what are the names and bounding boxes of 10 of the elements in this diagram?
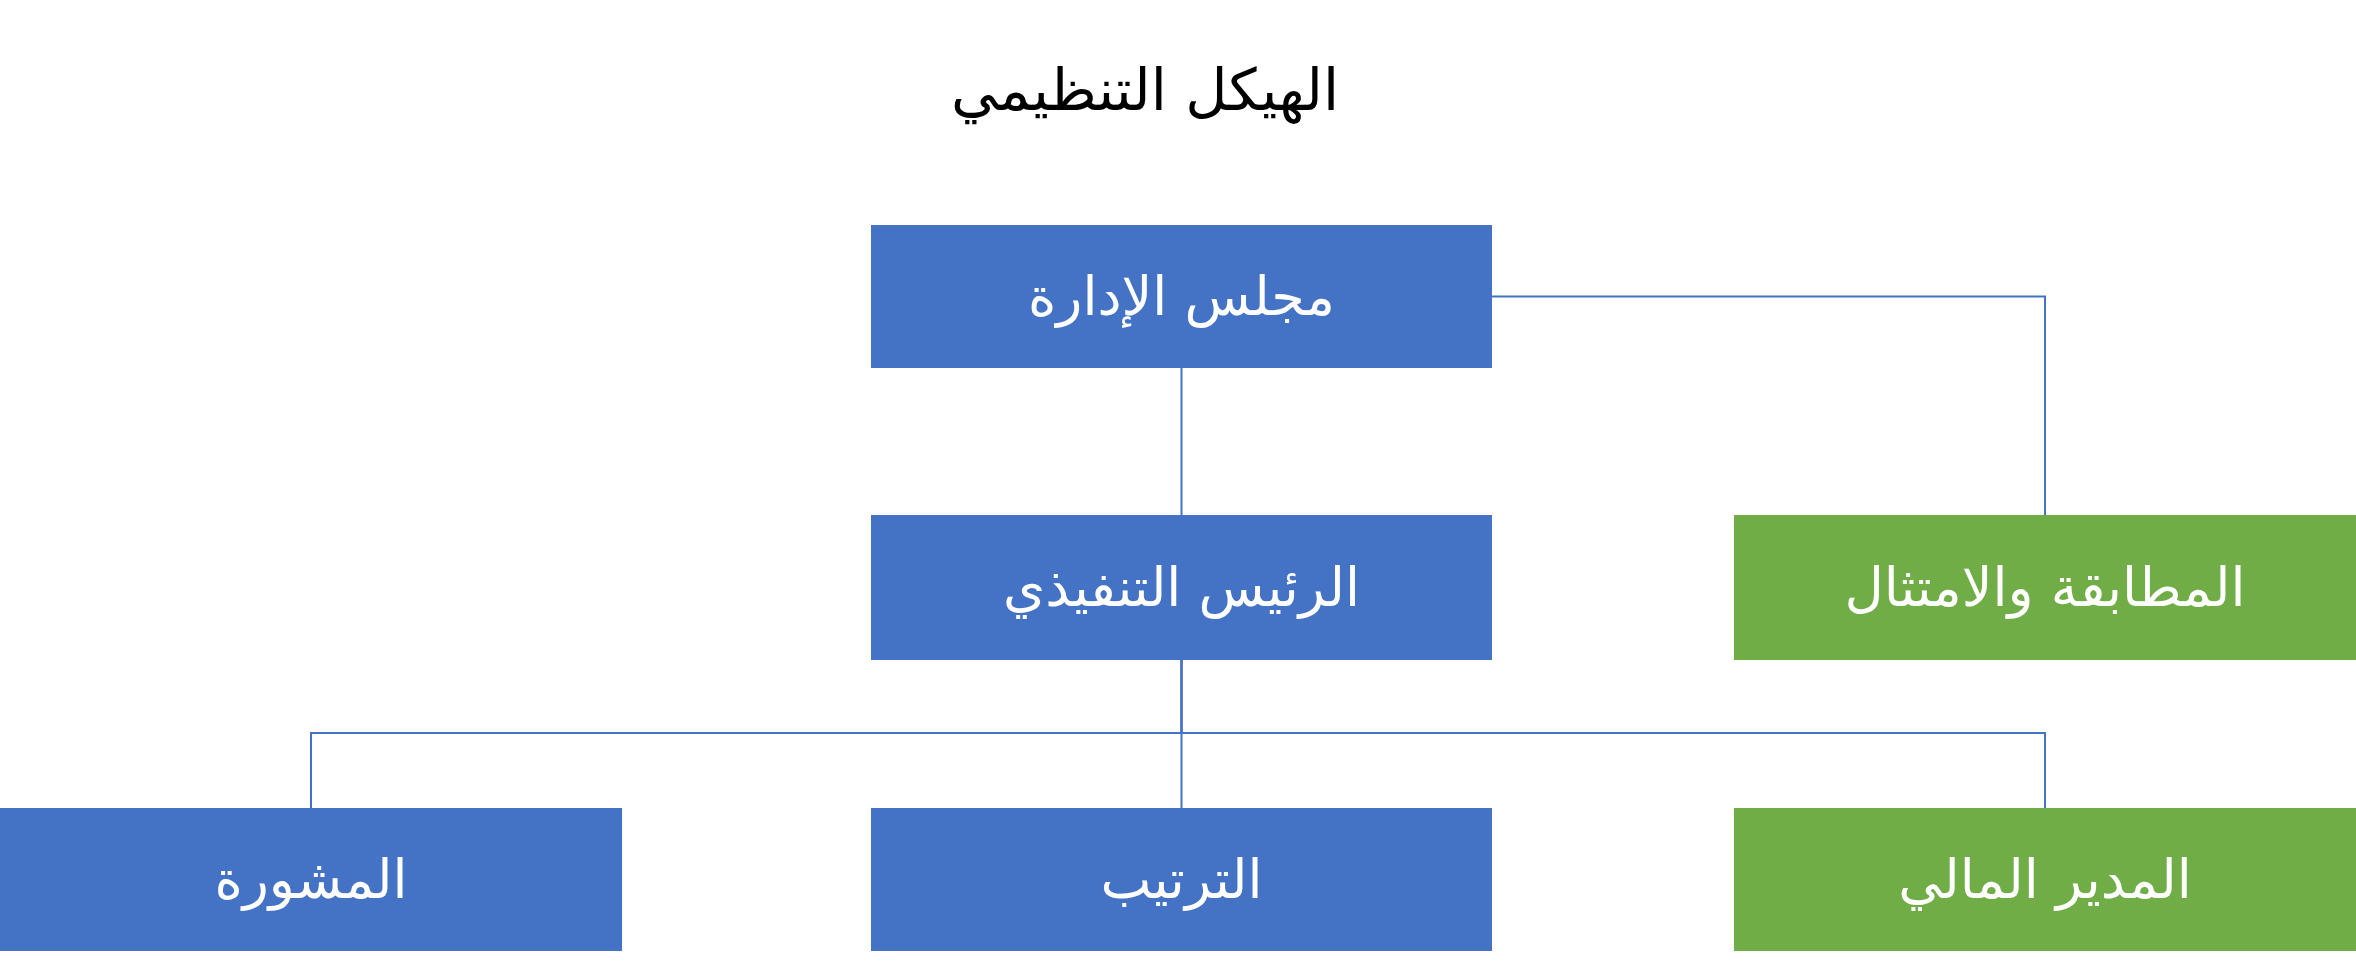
org-box: المدير المالي (1734, 808, 2356, 951)
org-box: المطابقة والامتثال (1734, 515, 2356, 660)
org-box: الترتيب (871, 808, 1492, 951)
title: الهيكل التنظيمي (951, 56, 1340, 124)
connector-line (1491, 295, 2046, 516)
org-box: مجلس الإدارة (871, 225, 1492, 368)
connector-line (1180, 367, 1183, 516)
org-box: الرئيس التنفيذي (871, 515, 1492, 660)
connector-line (1180, 659, 2046, 809)
org-box: المشورة (0, 808, 622, 951)
